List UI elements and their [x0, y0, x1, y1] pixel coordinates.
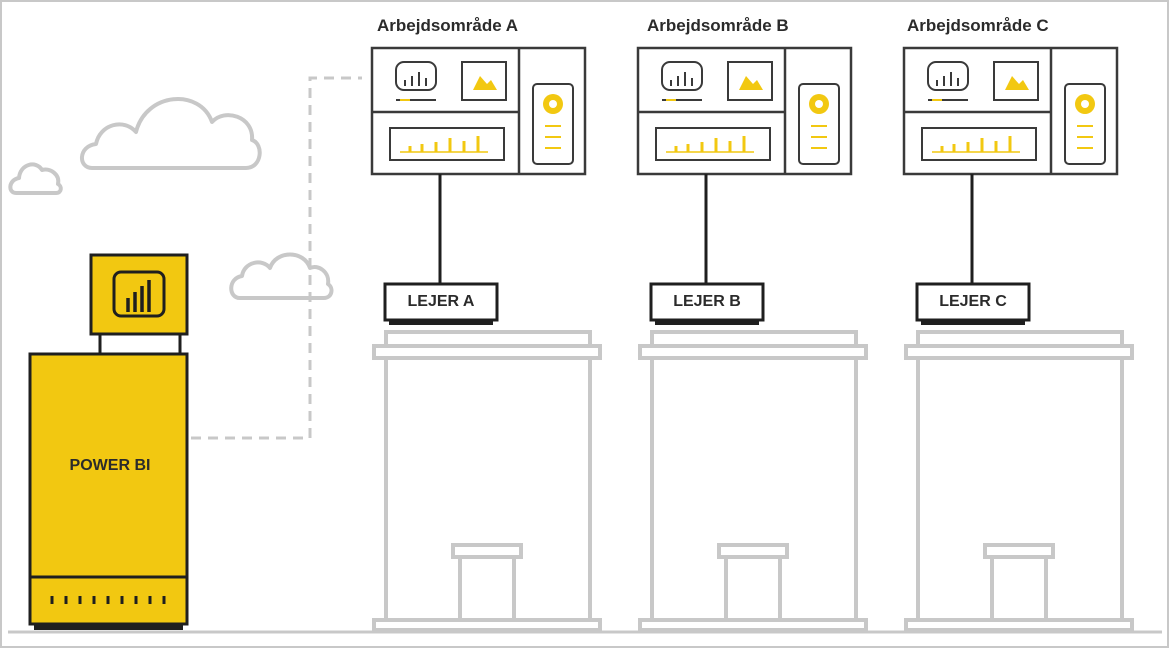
cloud-icon: [229, 252, 334, 300]
workspace-group: [636, 46, 868, 632]
connector-dashed: [191, 76, 362, 440]
workspace-title: Arbejdsområde A: [377, 16, 519, 35]
power-bi-neck: [98, 332, 182, 356]
power-bi-label: POWER BI: [69, 457, 151, 474]
dashboard-icon: [636, 46, 853, 176]
workspace-title: Arbejdsområde B: [647, 16, 789, 35]
tenant-label: LEJER A: [407, 293, 475, 310]
building-icon: [904, 330, 1134, 632]
tenant-label: LEJER C: [939, 293, 1007, 310]
power-bi-server: [28, 352, 189, 630]
power-bi-icon: [89, 253, 189, 336]
tenant-box-base: [389, 320, 493, 325]
workspace-group: [902, 46, 1134, 632]
workspace-title: Arbejdsområde C: [907, 16, 1049, 35]
building-icon: [372, 330, 602, 632]
tenant-label: LEJER B: [673, 293, 741, 310]
tenant-box-base: [655, 320, 759, 325]
workspace-group: [370, 46, 602, 632]
building-icon: [638, 330, 868, 632]
tenant-box-base: [921, 320, 1025, 325]
dashboard-icon: [902, 46, 1119, 176]
dashboard-icon: [370, 46, 587, 176]
cloud-icon: [8, 162, 63, 195]
cloud-icon: [80, 97, 262, 170]
